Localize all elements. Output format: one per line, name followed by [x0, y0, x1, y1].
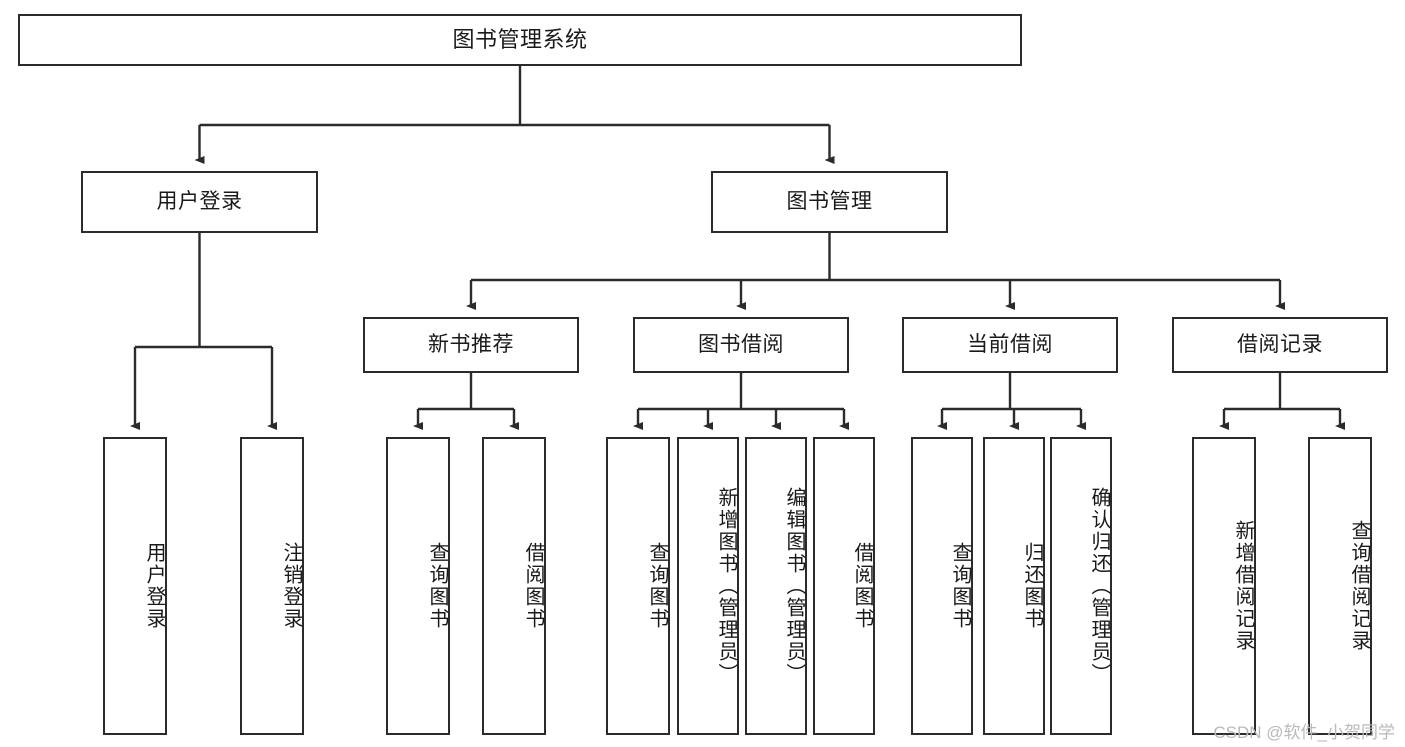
node-leaf-query-book-1[interactable]: 查询图书 — [386, 437, 450, 735]
node-leaf-return-book[interactable]: 归还图书 — [983, 437, 1045, 735]
node-leaf-add-book-label: 新增图书（管理员） — [715, 487, 737, 685]
node-leaf-query-book-3[interactable]: 查询图书 — [911, 437, 973, 735]
node-leaf-query-book-2-label: 查询图书 — [646, 542, 668, 630]
node-root[interactable]: 图书管理系统 — [18, 14, 1022, 66]
node-current-borrow[interactable]: 当前借阅 — [902, 317, 1118, 373]
node-new-book-rec-label: 新书推荐 — [428, 332, 514, 356]
node-leaf-borrow-book-1[interactable]: 借阅图书 — [482, 437, 546, 735]
node-user-login-label: 用户登录 — [156, 189, 243, 213]
node-leaf-logout-label: 注销登录 — [280, 542, 302, 630]
node-leaf-borrow-book-2[interactable]: 借阅图书 — [813, 437, 875, 735]
node-leaf-user-login-label: 用户登录 — [143, 542, 165, 630]
node-leaf-add-record[interactable]: 新增借阅记录 — [1192, 437, 1256, 735]
node-leaf-confirm-return[interactable]: 确认归还（管理员） — [1050, 437, 1112, 735]
node-leaf-query-book-3-label: 查询图书 — [949, 542, 971, 630]
node-leaf-logout[interactable]: 注销登录 — [240, 437, 304, 735]
node-leaf-borrow-book-2-label: 借阅图书 — [851, 542, 873, 630]
node-borrow-record-label: 借阅记录 — [1237, 332, 1323, 356]
node-leaf-return-book-label: 归还图书 — [1021, 542, 1043, 630]
node-new-book-rec[interactable]: 新书推荐 — [363, 317, 579, 373]
node-user-login[interactable]: 用户登录 — [81, 171, 318, 233]
node-leaf-add-record-label: 新增借阅记录 — [1232, 520, 1254, 652]
node-leaf-user-login[interactable]: 用户登录 — [103, 437, 167, 735]
node-leaf-edit-book-label: 编辑图书（管理员） — [783, 487, 805, 685]
node-leaf-query-book-1-label: 查询图书 — [426, 542, 448, 630]
node-book-manage[interactable]: 图书管理 — [711, 171, 948, 233]
node-book-borrow-label: 图书借阅 — [698, 332, 784, 356]
node-borrow-record[interactable]: 借阅记录 — [1172, 317, 1388, 373]
node-book-manage-label: 图书管理 — [786, 189, 873, 213]
node-leaf-add-book[interactable]: 新增图书（管理员） — [677, 437, 739, 735]
csdn-watermark: CSDN @软件_小贺同学 — [1213, 723, 1395, 742]
node-leaf-confirm-return-label: 确认归还（管理员） — [1088, 487, 1110, 685]
node-leaf-borrow-book-1-label: 借阅图书 — [522, 542, 544, 630]
node-leaf-query-record[interactable]: 查询借阅记录 — [1308, 437, 1372, 735]
node-book-borrow[interactable]: 图书借阅 — [633, 317, 849, 373]
node-current-borrow-label: 当前借阅 — [967, 332, 1053, 356]
node-leaf-query-record-label: 查询借阅记录 — [1348, 520, 1370, 652]
node-root-label: 图书管理系统 — [452, 27, 588, 53]
node-leaf-query-book-2[interactable]: 查询图书 — [606, 437, 670, 735]
node-leaf-edit-book[interactable]: 编辑图书（管理员） — [745, 437, 807, 735]
